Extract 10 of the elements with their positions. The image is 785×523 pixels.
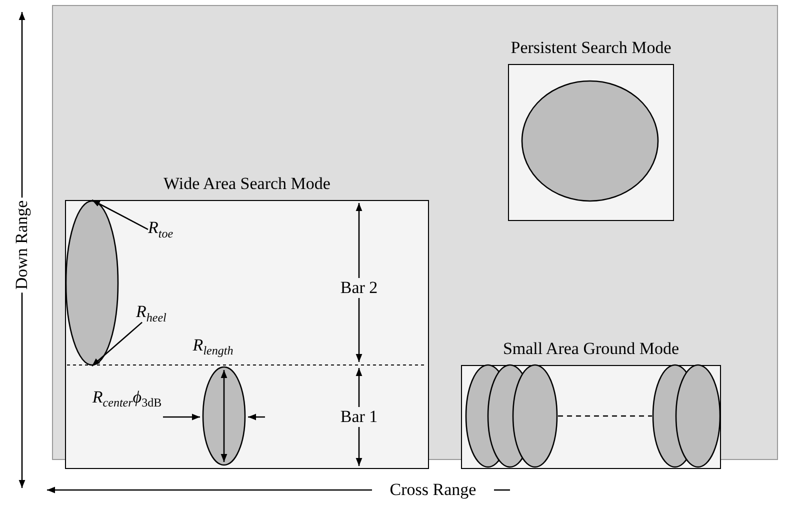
range-label: R$_{toe}$	[148, 218, 174, 244]
dimension-label: R$_{center}$ϕ$_{3dB}$	[92, 387, 162, 412]
dashed-line	[558, 415, 652, 417]
range-label: R$_{heel}$	[136, 302, 166, 328]
dimension-label: R$_{length}$	[192, 335, 234, 360]
mode-title: Persistent Search Mode	[510, 38, 672, 58]
leader-line	[92, 199, 148, 230]
mode-title: Small Area Ground Mode	[502, 339, 680, 359]
leader-line	[92, 322, 142, 366]
mode-title: Wide Area Search Mode	[164, 174, 330, 194]
